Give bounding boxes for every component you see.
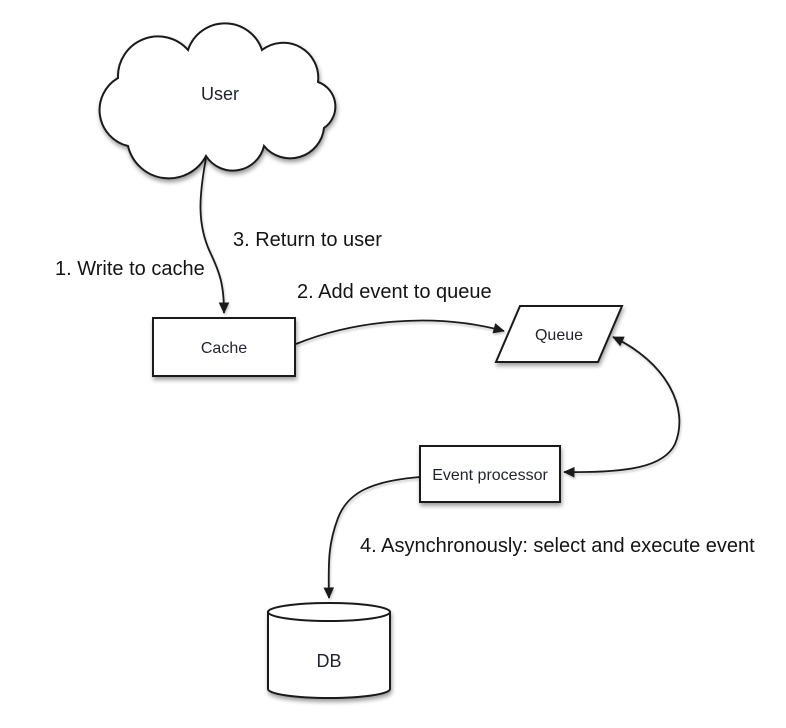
user-cloud-node: User [98, 22, 337, 180]
cache-node-label: Cache [201, 340, 247, 357]
queue-parallelogram [494, 305, 624, 363]
edge-label-return-to-user: 3. Return to user [233, 229, 382, 251]
arrow-event-processor-to-db [323, 476, 421, 599]
arrow-cache-to-queue [295, 319, 505, 345]
edge-label-async-select-execute: 4. Asynchronously: select and execute ev… [360, 535, 755, 557]
user-node-label: User [201, 84, 239, 104]
db-node-label: DB [316, 651, 341, 671]
event-processor-node: Event processor [419, 445, 561, 503]
edge-label-add-event-to-queue: 2. Add event to queue [297, 281, 492, 303]
arrow-user-to-cache [199, 157, 230, 314]
db-cylinder-top [267, 602, 391, 622]
event-processor-rectangle [419, 445, 561, 503]
cache-node: Cache [152, 317, 296, 377]
queue-node: Queue [494, 305, 624, 363]
db-node: DB [267, 602, 391, 699]
queue-node-label: Queue [535, 327, 583, 344]
cloud-shape [98, 22, 337, 180]
edge-label-write-to-cache: 1. Write to cache [55, 258, 205, 280]
cache-rectangle [152, 317, 296, 377]
event-processor-node-label: Event processor [432, 467, 548, 484]
db-cylinder-body [267, 611, 391, 699]
arrow-queue-event-processor-bidirectional [563, 336, 681, 478]
